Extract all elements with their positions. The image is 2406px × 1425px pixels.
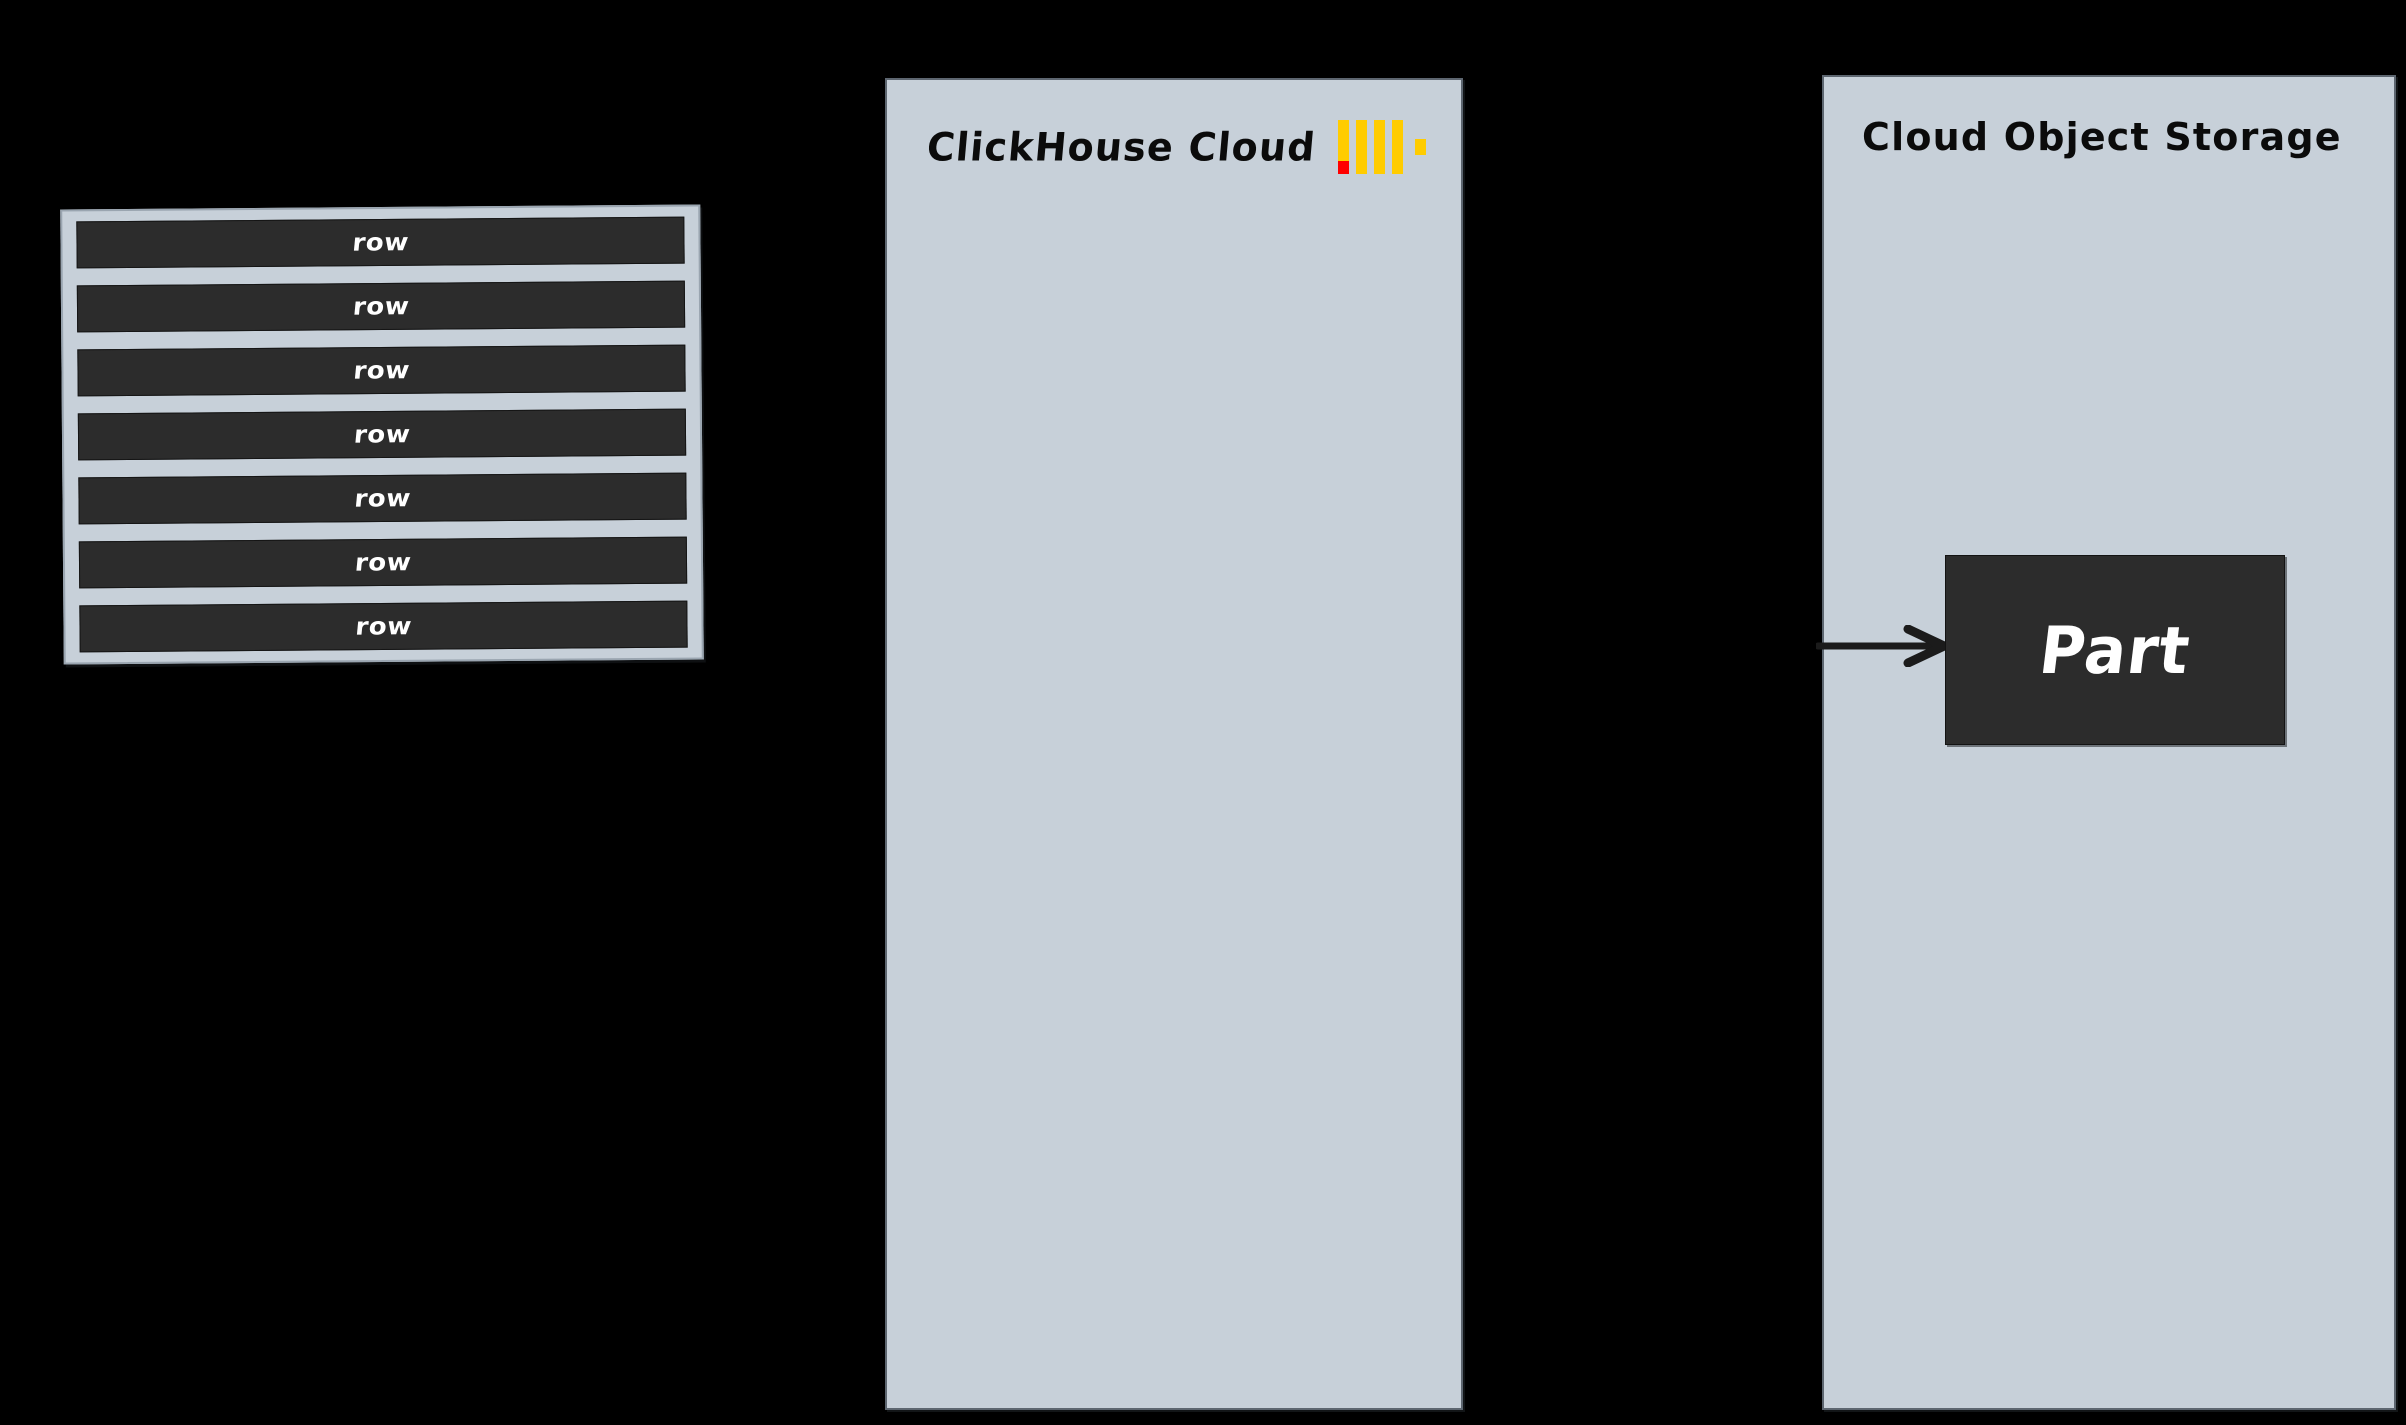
row-label: row [354, 612, 413, 641]
table-row: row [78, 536, 688, 589]
row-label: row [352, 420, 412, 449]
insert-arrow-icon [1816, 625, 1949, 667]
row-label: row [353, 548, 413, 577]
row-label: row [353, 484, 412, 513]
part-box: Part [1945, 555, 2285, 745]
row-label: row [351, 228, 410, 257]
table-row: row [77, 408, 687, 461]
row-label: row [352, 356, 411, 385]
table-row: row [79, 600, 688, 653]
rows-block: row row row row row row row [60, 204, 704, 665]
clickhouse-logo-icon [1337, 120, 1426, 174]
table-row: row [76, 216, 685, 269]
table-row: row [77, 344, 686, 397]
cloud-object-storage-title: Cloud Object Storage [1862, 115, 2342, 159]
cloud-object-storage-header: Cloud Object Storage [1862, 115, 2342, 159]
clickhouse-cloud-title: ClickHouse Cloud [925, 124, 1318, 170]
table-row: row [78, 472, 687, 525]
table-row: row [76, 280, 686, 333]
part-label: Part [2035, 611, 2195, 689]
clickhouse-cloud-panel: ClickHouse Cloud [885, 78, 1463, 1410]
clickhouse-cloud-header: ClickHouse Cloud [925, 120, 1426, 174]
row-label: row [351, 292, 411, 321]
